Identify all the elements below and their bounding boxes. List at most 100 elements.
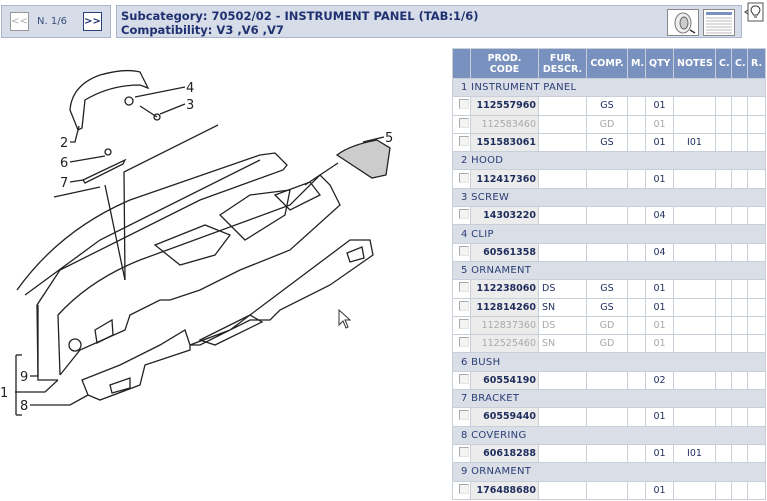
cell-select-checkbox[interactable]: [452, 96, 471, 116]
group-row: 9 ORNAMENT: [452, 462, 766, 482]
cell-c1: [715, 407, 732, 427]
prev-page-button[interactable]: <<: [10, 12, 29, 31]
cell-select-checkbox[interactable]: [452, 114, 471, 134]
group-row: 2 HOOD: [452, 151, 766, 171]
callout-4: 4: [186, 81, 194, 96]
callout-6: 6: [60, 156, 68, 171]
compatibility-value: V3 ,V6 ,V7: [216, 23, 284, 37]
cell-m: [627, 407, 646, 427]
cell-qty: 01: [645, 334, 674, 354]
cell-select-checkbox[interactable]: [452, 242, 471, 262]
group-row: 6 BUSH: [452, 352, 766, 372]
callout-2: 2: [60, 136, 68, 151]
compatibility-label: Compatibility:: [121, 23, 213, 37]
cell-qty: 01: [645, 480, 674, 500]
callout-5: 5: [385, 131, 393, 146]
cell-r: [747, 443, 766, 464]
select-checkbox[interactable]: [458, 410, 469, 421]
cell-notes: [673, 370, 716, 391]
cell-select-checkbox[interactable]: [452, 443, 471, 464]
cell-comp: GS: [586, 279, 628, 299]
cell-c1: [715, 132, 732, 153]
group-label: 3 SCREW: [452, 187, 766, 208]
select-checkbox[interactable]: [458, 245, 469, 256]
cell-qty: 01: [645, 315, 674, 336]
cell-qty: 02: [645, 370, 674, 391]
cell-select-checkbox[interactable]: [452, 370, 471, 391]
cell-r: [747, 169, 766, 189]
cell-select-checkbox[interactable]: [452, 315, 471, 336]
cell-c2: [731, 334, 748, 354]
cell-select-checkbox[interactable]: [452, 297, 471, 317]
cell-fur-descr: [538, 242, 587, 262]
subcategory-header: Subcategory: 70502/02 - INSTRUMENT PANEL…: [116, 5, 742, 38]
select-checkbox[interactable]: [458, 319, 469, 329]
table-thumbnail-icon[interactable]: [703, 9, 735, 36]
cell-prod-code: 60559440: [470, 407, 539, 427]
select-checkbox[interactable]: [458, 99, 469, 110]
cell-select-checkbox[interactable]: [452, 407, 471, 427]
cell-r: [747, 480, 766, 500]
cell-c1: [715, 370, 732, 391]
cell-qty: 04: [645, 206, 674, 226]
cell-notes: [673, 206, 716, 226]
select-checkbox[interactable]: [458, 373, 469, 384]
cell-m: [627, 242, 646, 262]
select-checkbox[interactable]: [458, 209, 469, 220]
cell-c2: [731, 407, 748, 427]
select-checkbox[interactable]: [458, 136, 469, 147]
cell-notes: [673, 334, 716, 354]
select-checkbox[interactable]: [458, 172, 469, 183]
cell-comp: [586, 407, 628, 427]
wheel-thumbnail-icon[interactable]: [667, 9, 699, 36]
group-row: 7 BRACKET: [452, 389, 766, 409]
cell-notes: [673, 279, 716, 299]
cell-c2: [731, 480, 748, 500]
page-indicator: N. 1/6: [37, 16, 67, 27]
cell-select-checkbox[interactable]: [452, 480, 471, 500]
select-checkbox[interactable]: [458, 483, 469, 494]
cell-m: [627, 370, 646, 391]
select-checkbox[interactable]: [458, 282, 469, 293]
cell-c1: [715, 169, 732, 189]
cell-prod-code: 112583460: [470, 114, 539, 134]
cell-select-checkbox[interactable]: [452, 279, 471, 299]
group-label: 7 BRACKET: [452, 389, 766, 409]
cell-fur-descr: [538, 206, 587, 226]
lightbulb-icon[interactable]: [744, 2, 764, 22]
select-checkbox[interactable]: [458, 300, 469, 311]
cell-select-checkbox[interactable]: [452, 169, 471, 189]
cell-fur-descr: [538, 114, 587, 134]
cell-c2: [731, 297, 748, 317]
cell-notes: [673, 96, 716, 116]
select-checkbox[interactable]: [458, 337, 469, 348]
header-qty: QTY: [645, 48, 674, 79]
cell-r: [747, 96, 766, 116]
cell-m: [627, 443, 646, 464]
cell-fur-descr: DS: [538, 279, 587, 299]
cell-c1: [715, 206, 732, 226]
cell-c1: [715, 96, 732, 116]
next-page-button[interactable]: >>: [83, 12, 102, 31]
group-row: 3 SCREW: [452, 187, 766, 208]
cell-select-checkbox[interactable]: [452, 132, 471, 153]
select-checkbox[interactable]: [458, 117, 469, 128]
select-checkbox[interactable]: [458, 447, 469, 458]
cell-select-checkbox[interactable]: [452, 206, 471, 226]
cell-select-checkbox[interactable]: [452, 334, 471, 354]
cell-comp: GD: [586, 315, 628, 336]
